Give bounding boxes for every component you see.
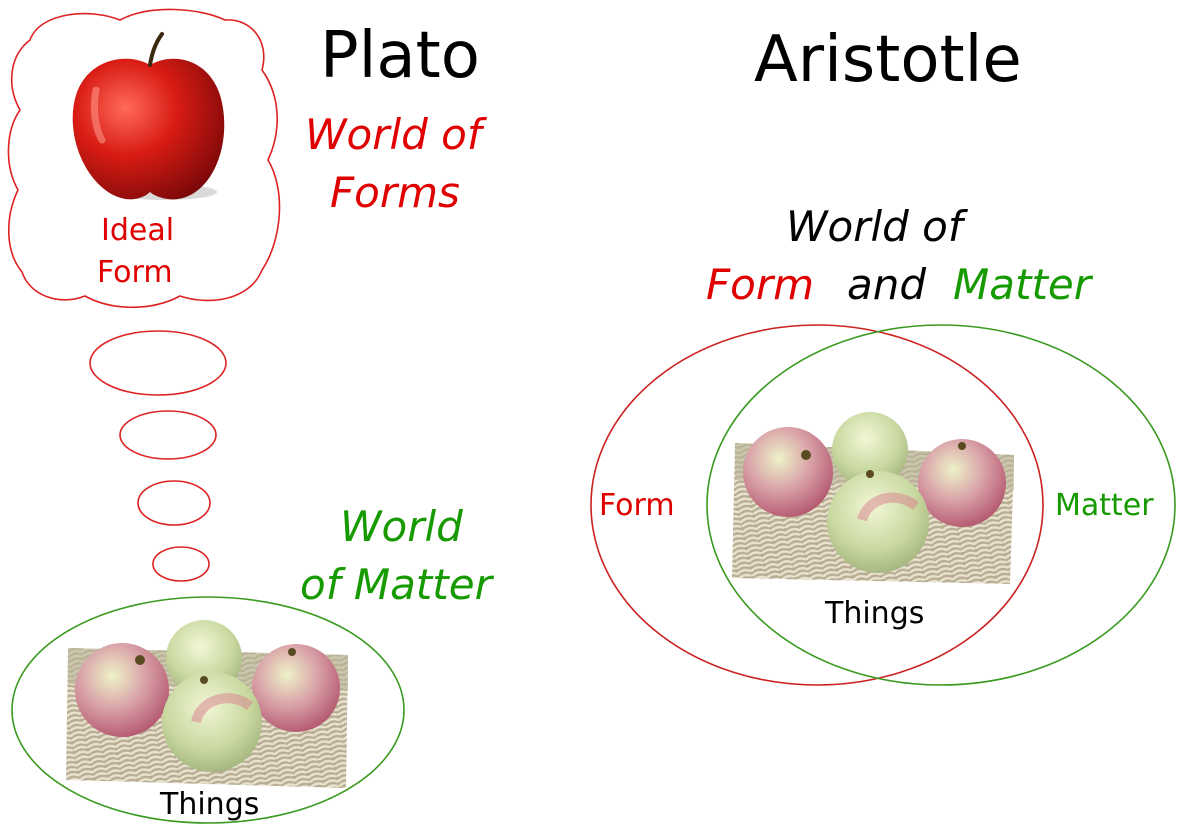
plato-matter-ellipse xyxy=(11,596,405,824)
aristotle-form-ellipse xyxy=(590,324,1044,686)
thought-bubble-1 xyxy=(89,330,227,396)
aristotle-world-matter: Matter xyxy=(953,260,1092,309)
aristotle-things-label: Things xyxy=(825,596,925,631)
aristotle-title: Aristotle xyxy=(754,23,1022,97)
aristotle-world-line1: World of xyxy=(786,202,963,251)
thought-bubble-4 xyxy=(152,546,210,582)
world-of-matter-line1: World xyxy=(340,502,463,551)
aristotle-form-label: Form xyxy=(599,488,675,523)
world-of-matter-line2: of Matter xyxy=(300,560,492,609)
world-of-forms-line1: World of xyxy=(305,110,482,159)
thought-bubble-3 xyxy=(137,480,211,526)
aristotle-matter-ellipse xyxy=(706,324,1176,686)
aristotle-world-form: Form xyxy=(706,260,815,309)
ideal-form-line2: Form xyxy=(97,255,173,290)
plato-title: Plato xyxy=(320,19,480,93)
plato-things-label: Things xyxy=(160,787,260,822)
aristotle-apple-basket-icon xyxy=(732,412,1014,584)
plato-apple-basket-icon xyxy=(66,620,348,788)
ideal-form-line1: Ideal xyxy=(101,213,175,248)
thought-bubble-2 xyxy=(119,410,217,460)
world-of-forms-line2: Forms xyxy=(330,168,460,217)
red-apple-icon xyxy=(72,32,225,200)
aristotle-world-and: and xyxy=(847,260,927,309)
aristotle-matter-label: Matter xyxy=(1055,488,1154,523)
